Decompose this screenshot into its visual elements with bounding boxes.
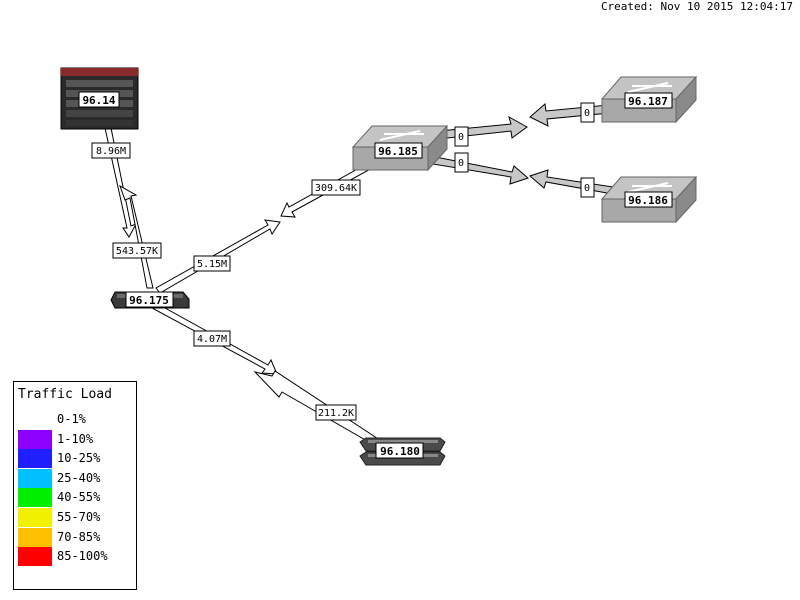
node-label-box xyxy=(624,191,673,208)
link-label-zero[interactable]: 0 xyxy=(454,152,469,173)
legend-item: 10-25% xyxy=(18,449,130,469)
link-96-185-to-96-186[interactable] xyxy=(419,153,641,200)
link-label-309-64K[interactable]: 309.64K xyxy=(311,179,361,196)
link-96-175-to-96-180[interactable] xyxy=(151,302,393,454)
traffic-load-legend: Traffic Load 0-1% 1-10% 10-25% 25-40% 40-55%… xyxy=(13,381,137,590)
legend-label: 0-1% xyxy=(57,412,86,426)
legend-swatch xyxy=(18,527,52,547)
node-label-box xyxy=(78,91,120,108)
switch-side xyxy=(427,124,448,172)
switch-arrows xyxy=(627,182,672,193)
chassis-slot xyxy=(66,120,133,126)
link-label-text: 8.96M xyxy=(96,146,126,157)
link-label-211-2K[interactable]: 211.2K xyxy=(315,404,357,421)
node-96-175[interactable]: 96.175 xyxy=(110,291,190,309)
link-label-zero[interactable]: 0 xyxy=(580,102,595,123)
unit-top xyxy=(368,440,438,443)
node-96-187[interactable]: 96.187 xyxy=(600,75,698,124)
legend-swatch xyxy=(18,410,52,429)
link-label-text: 309.64K xyxy=(315,183,357,194)
node-96-185[interactable]: 96.185 xyxy=(351,124,449,172)
link-label-543-57K[interactable]: 543.57K xyxy=(112,242,162,259)
node-label: 96.14 xyxy=(82,94,115,107)
created-timestamp: Created: Nov 10 2015 12:04:17 xyxy=(600,0,793,13)
node-label-box xyxy=(375,442,424,459)
legend-swatch xyxy=(18,429,52,449)
legend-label: 40-55% xyxy=(57,490,101,505)
node-label: 96.185 xyxy=(378,145,418,158)
link-label-text: 211.2K xyxy=(318,408,354,419)
node-96-14[interactable]: 96.14 xyxy=(60,67,139,130)
node-label-box xyxy=(624,92,673,109)
node-96-180[interactable]: 96.180 xyxy=(359,437,446,466)
legend-label: 85-100% xyxy=(57,549,108,564)
legend-label: 25-40% xyxy=(57,470,101,485)
link-label-5-15M[interactable]: 5.15M xyxy=(193,255,231,272)
chassis-slot xyxy=(66,80,133,87)
link-label-zero[interactable]: 0 xyxy=(580,177,595,198)
link-label-text: 0 xyxy=(584,183,590,194)
chassis-slot xyxy=(66,110,133,117)
chassis-top-bar xyxy=(61,68,138,76)
node-label-box xyxy=(374,142,423,159)
link-label-text: 0 xyxy=(458,158,464,169)
link-arrow[interactable] xyxy=(419,153,529,185)
node-label: 96.186 xyxy=(628,194,668,207)
legend-title: Traffic Load xyxy=(18,387,112,402)
node-label-box xyxy=(125,291,174,308)
link-label-zero[interactable]: 0 xyxy=(454,126,469,147)
link-arrow[interactable] xyxy=(119,184,154,289)
switch-side xyxy=(675,175,697,224)
legend-swatch xyxy=(18,488,52,508)
legend-item: 40-55% xyxy=(18,488,130,508)
legend-item: 70-85% xyxy=(18,527,130,547)
legend-label: 1-10% xyxy=(57,431,94,446)
switch-arrows xyxy=(379,130,424,141)
legend-item: 85-100% xyxy=(18,547,130,567)
switch-side xyxy=(675,75,697,124)
legend-swatch xyxy=(18,547,52,567)
link-label-4-07M[interactable]: 4.07M xyxy=(193,330,231,347)
legend-swatch xyxy=(18,449,52,469)
legend-label: 70-85% xyxy=(57,529,101,544)
legend-item: 25-40% xyxy=(18,468,130,488)
legend-swatch xyxy=(18,468,52,488)
link-label-text: 0 xyxy=(584,108,590,119)
node-label: 96.180 xyxy=(380,445,420,458)
node-label: 96.175 xyxy=(129,294,169,307)
legend-swatch xyxy=(18,508,52,527)
legend-label: 55-70% xyxy=(57,510,101,524)
legend-item: 0-1% xyxy=(18,410,130,429)
legend-item: 55-70% xyxy=(18,508,130,527)
link-label-text: 5.15M xyxy=(197,259,227,270)
node-label: 96.187 xyxy=(628,95,668,108)
link-label-text: 0 xyxy=(458,132,464,143)
node-96-186[interactable]: 96.186 xyxy=(600,175,698,224)
switch-arrows xyxy=(627,82,672,93)
link-label-8-96M[interactable]: 8.96M xyxy=(91,142,131,159)
link-label-text: 4.07M xyxy=(197,334,227,345)
legend-label: 10-25% xyxy=(57,451,101,466)
link-label-text: 543.57K xyxy=(116,246,158,257)
legend-item: 1-10% xyxy=(18,429,130,449)
